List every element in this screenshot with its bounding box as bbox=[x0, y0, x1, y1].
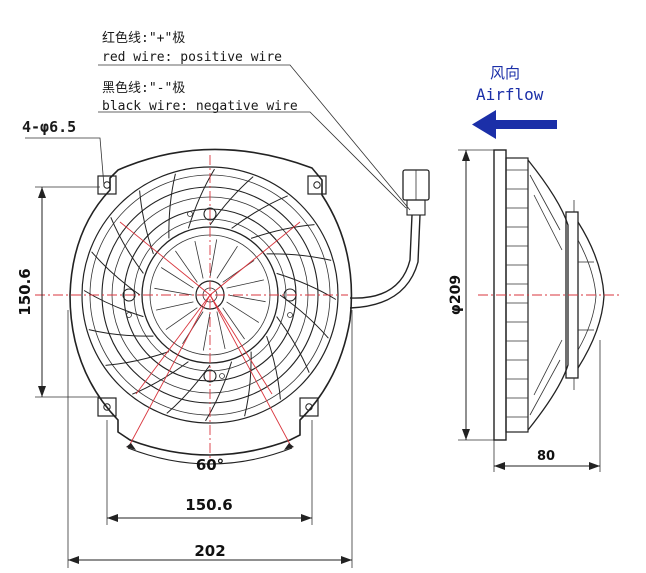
airflow-arrow-icon bbox=[472, 110, 496, 139]
guard-strut bbox=[168, 173, 176, 239]
guard-strut bbox=[110, 217, 144, 274]
leader-lines bbox=[25, 64, 411, 211]
cooling-fin bbox=[175, 250, 198, 283]
guard-strut bbox=[266, 253, 332, 261]
bolt-ray bbox=[209, 221, 301, 296]
guard-strut bbox=[139, 190, 154, 255]
guard-strut bbox=[91, 251, 141, 296]
housing-outline bbox=[69, 148, 353, 456]
arrowhead bbox=[284, 443, 294, 450]
mount-tab-bottom-left bbox=[97, 397, 117, 417]
guard-strut bbox=[231, 195, 288, 229]
airflow-arrow-shaft bbox=[492, 120, 557, 129]
guard-strut bbox=[209, 176, 254, 226]
cooling-fin bbox=[226, 279, 264, 289]
red-wire-label-en: red wire: positive wire bbox=[102, 50, 282, 65]
motor-cooling-fins bbox=[154, 239, 266, 351]
housing-ribs bbox=[506, 169, 528, 418]
guard-strut bbox=[266, 335, 281, 400]
cooling-fin bbox=[156, 301, 194, 311]
guard-strut bbox=[105, 351, 170, 366]
cooling-fin bbox=[154, 287, 193, 296]
airflow-label: Airflow bbox=[476, 85, 544, 104]
motor-end-cap-inner bbox=[577, 239, 597, 351]
bolt-ray bbox=[119, 221, 211, 296]
cooling-fin bbox=[216, 311, 226, 349]
red-wire-leader bbox=[98, 64, 411, 211]
cooling-fin bbox=[222, 260, 255, 283]
mount-tab-bottom-right bbox=[299, 397, 319, 417]
cooling-fin bbox=[227, 294, 266, 303]
dimension-vertical-150-6: 150.6 bbox=[16, 268, 34, 315]
guard-strut bbox=[250, 224, 315, 239]
black-wire-label-cn: 黑色线:"-"极 bbox=[102, 80, 185, 96]
hole-leader bbox=[25, 137, 105, 187]
black-wire-label-en: black wire: negative wire bbox=[102, 99, 298, 114]
wind-direction-label-cn: 风向 bbox=[490, 64, 520, 82]
cooling-fin bbox=[226, 301, 260, 323]
mount-hole bbox=[313, 181, 321, 189]
cooling-fin bbox=[209, 239, 218, 278]
side-view bbox=[478, 149, 620, 441]
guard-strut bbox=[276, 316, 310, 373]
dimension-diameter: φ209 bbox=[448, 275, 464, 315]
mount-hole bbox=[103, 403, 111, 411]
angle-ray-right bbox=[209, 294, 293, 449]
mount-hole-label: 4-φ6.5 bbox=[22, 118, 76, 136]
guard-strut bbox=[83, 290, 144, 318]
dimensions bbox=[35, 149, 601, 568]
mount-hole bbox=[305, 403, 313, 411]
wire-connector-neck bbox=[406, 199, 426, 216]
black-wire-leader bbox=[98, 111, 407, 209]
front-view bbox=[35, 148, 430, 465]
cooling-fin bbox=[216, 245, 238, 279]
angle-ray-left bbox=[127, 294, 211, 449]
red-wire-label-cn: 红色线:"+"极 bbox=[102, 30, 185, 46]
bolt-ray bbox=[209, 294, 273, 395]
bolt-ray bbox=[135, 294, 211, 395]
mount-tab-top-right bbox=[307, 175, 327, 195]
guard-struts bbox=[83, 168, 337, 422]
guard-strut bbox=[166, 364, 211, 414]
dimension-overall-width: 202 bbox=[194, 542, 225, 560]
airflow-indicator bbox=[472, 110, 557, 139]
arrowhead bbox=[126, 443, 136, 450]
cone-line bbox=[529, 359, 561, 416]
dimension-depth: 80 bbox=[537, 449, 555, 464]
cooling-fin bbox=[202, 312, 211, 351]
wire-lead-inner bbox=[349, 214, 421, 309]
guard-strut bbox=[88, 329, 154, 337]
mount-tab-top-left bbox=[97, 175, 117, 195]
guard-strut bbox=[276, 272, 337, 300]
cooling-fin bbox=[160, 267, 194, 289]
wire-lead-outer bbox=[349, 214, 413, 299]
cooling-fin bbox=[165, 307, 198, 330]
guard-strut bbox=[205, 361, 233, 422]
guard-strut bbox=[187, 168, 215, 229]
cooling-fin bbox=[222, 307, 245, 340]
angle-arc bbox=[127, 447, 293, 465]
dimension-horizontal-150-6: 150.6 bbox=[185, 496, 232, 514]
motor-end-cap bbox=[577, 221, 605, 369]
dimension-angle: 60° bbox=[196, 456, 224, 474]
cooling-fin bbox=[194, 241, 204, 279]
guard-strut bbox=[244, 351, 252, 417]
cone-line bbox=[529, 174, 561, 231]
